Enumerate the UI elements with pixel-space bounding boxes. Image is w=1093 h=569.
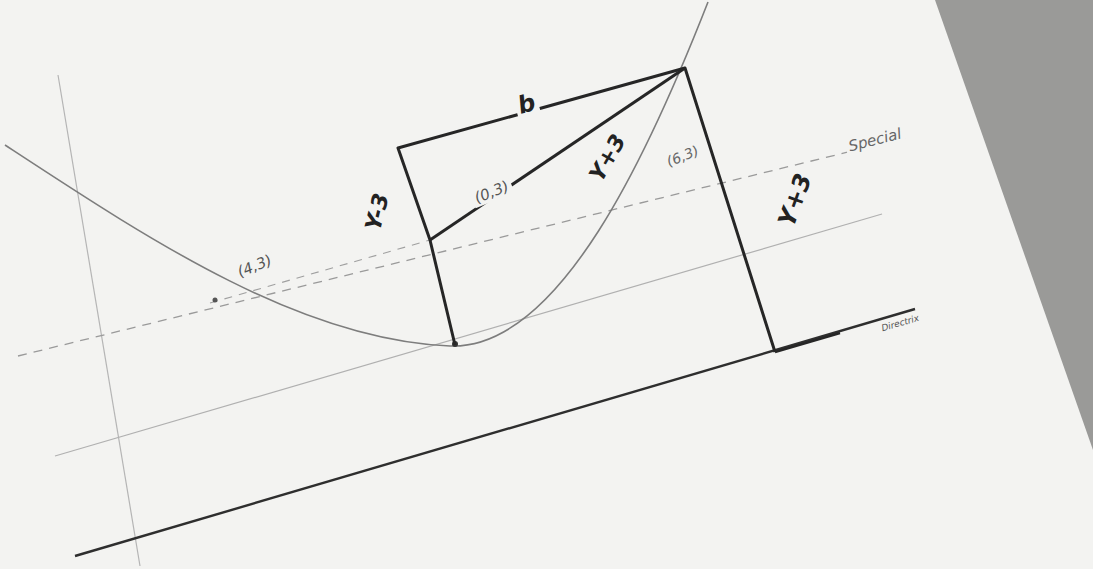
y-axis xyxy=(58,75,140,566)
side-label: Y+3 xyxy=(772,167,817,232)
table-background xyxy=(935,0,1093,450)
directrix-line xyxy=(75,309,915,556)
point-label: (6,3) xyxy=(662,141,704,171)
parabola-curve xyxy=(5,2,708,346)
line-label: Directrix xyxy=(877,312,923,335)
point-label: (4,3) xyxy=(233,250,278,281)
point-dot xyxy=(213,298,218,303)
side-label: Y+3 xyxy=(584,128,633,188)
dashed-line xyxy=(18,138,905,356)
line-label: Special xyxy=(844,124,906,155)
rectangle-outline xyxy=(398,68,775,352)
diagonal-line xyxy=(430,68,685,240)
side-label: b xyxy=(512,88,541,119)
side-label: Y-3 xyxy=(361,188,395,236)
dashed-line xyxy=(210,240,430,303)
base-line xyxy=(775,333,840,352)
x-axis xyxy=(55,214,882,456)
point-label: (0,3) xyxy=(470,176,515,207)
